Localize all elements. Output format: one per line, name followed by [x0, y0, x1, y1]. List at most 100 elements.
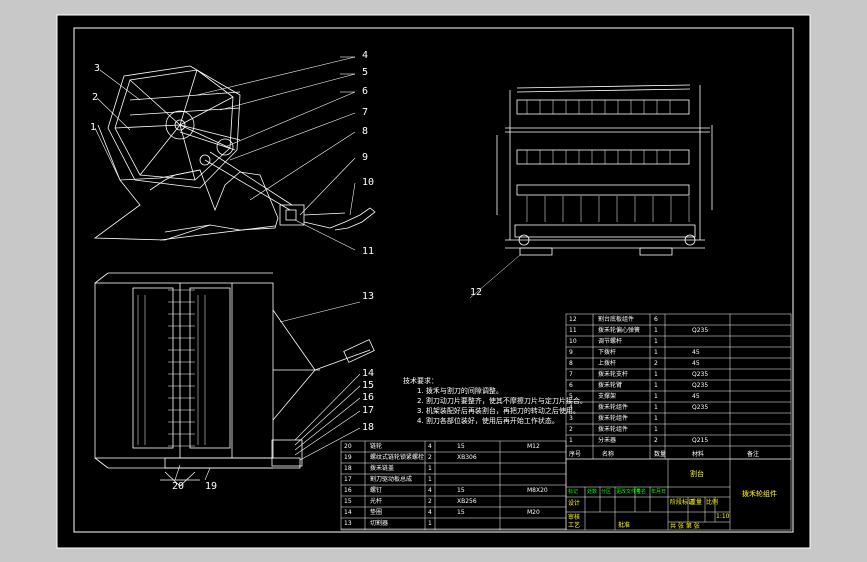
reel-wheel [107, 65, 241, 189]
tech-req-title: 技术要求： [403, 377, 438, 385]
bom-cell: 45 [692, 360, 700, 367]
bom-cell: XB256 [457, 498, 477, 505]
bom-cell: 割台底板组件 [598, 316, 635, 323]
bom-cell: Q235 [692, 327, 709, 334]
bom-cell: 螺钉 [370, 487, 383, 494]
bom-cell: 12 [569, 316, 577, 323]
part-label-9: 9 [362, 152, 369, 163]
technical-requirements: 技术要求： 1. 拨禾与割刀的间隙调整。 2. 割刀动刀片要整齐，使其不摩擦刀片… [403, 376, 587, 426]
bom-cell: 15 [344, 498, 352, 505]
bom-cell: 螺纹式链轮锁紧螺栓 [370, 454, 425, 461]
bom-cell: 1 [654, 415, 658, 422]
bom-cell: 1 [654, 382, 658, 389]
bom-cell: 45 [692, 393, 700, 400]
tb-label-count: 处数 [587, 489, 598, 495]
bom-cell: 1 [428, 465, 432, 472]
bom-cell: 10 [569, 338, 577, 345]
tech-req-item: 1. 拨禾与割刀的间隙调整。 [417, 387, 503, 395]
inner-frame [73, 27, 794, 533]
bom-cell: 15 [457, 509, 465, 516]
part-label-3: 3 [94, 63, 101, 74]
bom-cell: 支撑架 [598, 393, 617, 400]
bom-cell: 拨禾轮组件 [598, 404, 629, 411]
part-name: 割台 [690, 470, 704, 478]
bom-cell: 2 [654, 437, 658, 444]
drawing-title: 拨禾轮组件 [742, 490, 777, 498]
part-label-7: 7 [362, 107, 369, 118]
tb-label-date: 年月日 [651, 489, 667, 495]
bom-cell: 19 [344, 454, 352, 461]
tech-req-item: 2. 割刀动刀片要整齐，使其不摩擦刀片与定刀片接合。 [417, 397, 587, 405]
bom-cell: 1 [428, 476, 432, 483]
bom-cell: 7 [569, 371, 573, 378]
part-label-16: 16 [362, 392, 375, 403]
bom-cell: 17 [344, 476, 352, 483]
bom-cell: 4 [428, 443, 432, 450]
part-label-18: 18 [362, 422, 375, 433]
bom-cell: 拨禾轮支杆 [598, 371, 629, 378]
bom-cell: 链轮 [370, 443, 383, 450]
part-label-13: 13 [362, 291, 375, 302]
bom-cell: 1 [654, 327, 658, 334]
bom-cell: 1 [654, 338, 658, 345]
bom-cell: 切割器 [370, 520, 389, 527]
bom-cell: 调节螺杆 [598, 338, 623, 345]
bom-cell: 2 [654, 360, 658, 367]
title-block [565, 458, 792, 531]
bom-cell: 2 [428, 498, 432, 505]
bom-cell: 5 [569, 393, 573, 400]
bom-cell: Q235 [692, 382, 709, 389]
bom-cell: 45 [692, 349, 700, 356]
bom-cell: 拨禾轮组件 [598, 415, 629, 422]
bom-cell: 2 [569, 426, 573, 433]
bom-cell: 2 [428, 454, 432, 461]
tb-sheet: 共 张 第 张 [670, 523, 700, 530]
front-view-slats [469, 100, 690, 299]
bom-cell: Q235 [692, 371, 709, 378]
tech-req-item: 4. 割刀各部位装好，使用后再开始工作状态。 [417, 417, 559, 425]
bom-cell: XB306 [457, 454, 477, 461]
bom-cell: 4 [428, 487, 432, 494]
part-label-11: 11 [362, 246, 375, 257]
bom-cell: 拨禾轮偏心弹簧 [598, 327, 641, 334]
part-label-15: 15 [362, 380, 375, 391]
bom-cell: 1 [569, 437, 573, 444]
bom-cell: 1 [428, 520, 432, 527]
tb-scale: 1:10 [716, 513, 730, 520]
bom-cell: 1 [654, 371, 658, 378]
bom-cell: 15 [457, 487, 465, 494]
bom-cell: 9 [569, 349, 573, 356]
tb-label-zone: 分区 [601, 489, 612, 495]
bom-cell: 1 [654, 426, 658, 433]
bom-cell: 1 [654, 349, 658, 356]
part-label-5: 5 [362, 67, 369, 78]
tb-check: 审核 [568, 514, 581, 521]
part-label-10: 10 [362, 177, 375, 188]
tb-process: 工艺 [568, 522, 581, 529]
bom-cell: 13 [344, 520, 352, 527]
bom-cell: 8 [569, 360, 573, 367]
part-label-4: 4 [362, 50, 369, 61]
bom-cell: 拨禾链盖 [370, 465, 395, 472]
bom-cell: 16 [344, 487, 352, 494]
tb-design: 设计 [568, 500, 581, 507]
bom-cell: 6 [654, 316, 658, 323]
bom-cell: 拨禾轮臂 [598, 382, 623, 389]
bom-cell: 光杆 [370, 498, 383, 505]
tb-label-mark: 标记 [568, 489, 579, 495]
part-label-19: 19 [205, 481, 218, 492]
bom-header-cell: 备注 [747, 451, 760, 458]
part-label-17: 17 [362, 405, 375, 416]
part-label-14: 14 [362, 368, 375, 379]
bom-cell: 拨禾轮组件 [598, 426, 629, 433]
tb-label-doc: 更改文件号 [616, 489, 642, 495]
bom-cell: 上拨杆 [598, 360, 617, 367]
bom-cell: 18 [344, 465, 352, 472]
tb-weight: 重量 [690, 499, 703, 506]
bom-cell: 垫圈 [370, 509, 383, 516]
bom-cell: 4 [569, 404, 573, 411]
top-view [94, 272, 375, 487]
leader-lines-side [94, 56, 356, 251]
